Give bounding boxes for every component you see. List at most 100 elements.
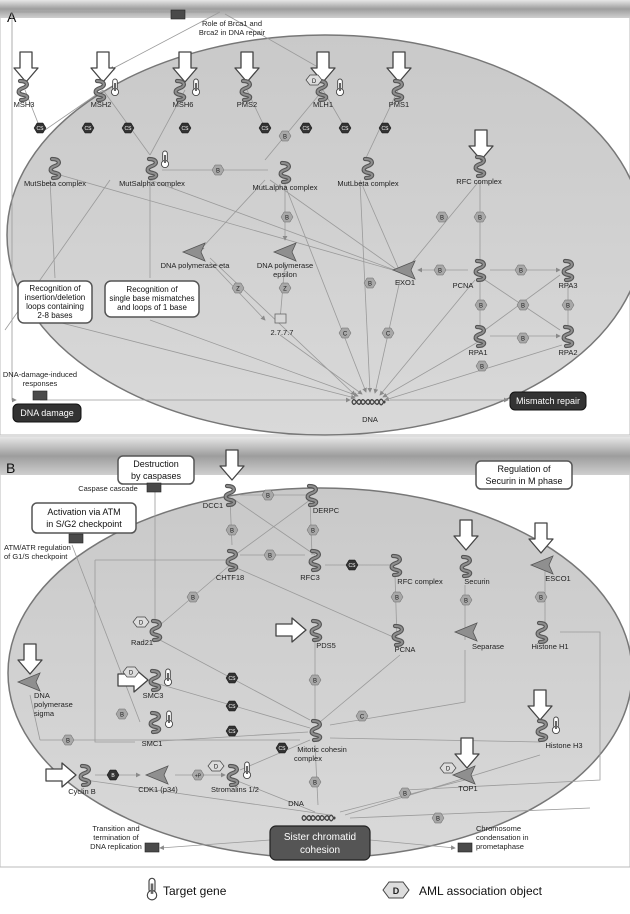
svg-text:D: D — [312, 79, 317, 85]
svg-text:2-8 bases: 2-8 bases — [37, 311, 72, 320]
svg-text:CS: CS — [342, 126, 350, 132]
caspase-process-icon — [146, 482, 162, 493]
svg-text:B: B — [111, 773, 115, 779]
svg-text:and loops of 1 base: and loops of 1 base — [117, 303, 187, 312]
damage-process-icon — [32, 390, 48, 401]
gene-mitotic-1: Mitotic cohesin — [297, 745, 347, 754]
svg-text:B: B — [268, 554, 272, 560]
gene-pds5: PDS5 — [316, 641, 336, 650]
brca-process-icon — [170, 9, 186, 20]
legend-target-gene: Target gene — [163, 884, 227, 898]
gene-rfc-a: RFC complex — [456, 177, 502, 186]
svg-text:C: C — [386, 332, 391, 338]
gene-esco1: ESCO1 — [545, 574, 570, 583]
gene-poleps-1: DNA polymerase — [257, 261, 313, 270]
svg-text:B: B — [464, 599, 468, 605]
svg-text:B: B — [368, 282, 372, 288]
sister-chromatid-line2: cohesion — [300, 845, 340, 856]
gene-polsigma-1: DNA — [34, 691, 50, 700]
transition-process-icon — [144, 842, 160, 853]
destruction-box: Destruction by caspases — [117, 455, 195, 485]
svg-text:D: D — [214, 765, 219, 771]
target-gene-legend-icon — [146, 877, 158, 901]
svg-text:Recognition of: Recognition of — [29, 284, 81, 293]
gene-rpa1: RPA1 — [468, 348, 487, 357]
gene-poleta: DNA polymerase eta — [161, 261, 231, 270]
gene-polsigma-2: polymerase — [34, 700, 73, 709]
gene-mitotic-2: complex — [294, 754, 322, 763]
target-gene-marker-icon — [164, 710, 174, 729]
gene-dna-b: DNA — [288, 799, 304, 808]
gene-mutlalpha: MutLalpha complex — [252, 183, 317, 192]
aml-object-icon: D — [207, 760, 225, 772]
chromosome-line1: Chromosome — [476, 824, 521, 833]
target-gene-marker-icon — [335, 78, 345, 97]
svg-text:B: B — [521, 337, 525, 343]
target-gene-marker-icon — [110, 78, 120, 97]
gene-msh2: MSH2 — [91, 100, 112, 109]
cs-badges-a: CS CS CS CS CS CS CS CS B — [33, 122, 392, 142]
gene-dcc1: DCC1 — [203, 501, 223, 510]
target-gene-marker-icon — [160, 150, 170, 169]
sister-chromatid-button[interactable]: Sister chromatid cohesion — [269, 825, 371, 861]
svg-text:Recognition of: Recognition of — [126, 285, 178, 294]
svg-text:B: B — [440, 216, 444, 222]
svg-text:B: B — [66, 739, 70, 745]
target-gene-marker-icon — [551, 716, 561, 735]
gene-stromalins: Stromalins 1/2 — [211, 785, 259, 794]
gene-chtf18: CHTF18 — [216, 573, 244, 582]
atm-box: Activation via ATM in S/G2 checkpoint — [31, 502, 137, 534]
atr-label-line1: ATM/ATR regulation — [4, 543, 71, 552]
panel-a: A — [0, 0, 630, 436]
gene-rfc-b: RFC complex — [397, 577, 443, 586]
svg-text:B: B — [436, 817, 440, 823]
gene-securin: Securin — [464, 577, 489, 586]
dna-damage-button-label: DNA damage — [20, 408, 74, 418]
svg-text:CS: CS — [279, 746, 287, 752]
svg-text:in S/G2 checkpoint: in S/G2 checkpoint — [46, 519, 122, 529]
svg-text:C: C — [360, 715, 365, 721]
svg-text:D: D — [129, 671, 134, 677]
gene-dna-a: DNA — [362, 415, 378, 424]
svg-text:B: B — [566, 304, 570, 310]
chromosome-process-icon — [457, 842, 473, 853]
svg-text:loops containing: loops containing — [26, 302, 84, 311]
svg-text:B: B — [191, 596, 195, 602]
regulation-box: Regulation of Securin in M phase — [475, 460, 573, 490]
binding-badges-a: B B B B B B B B B B B Z Z C C — [231, 211, 575, 372]
dna-damage-button[interactable]: DNA damage — [12, 403, 82, 423]
gene-rpa3: RPA3 — [558, 281, 577, 290]
svg-text:B: B — [395, 596, 399, 602]
svg-text:B: B — [438, 269, 442, 275]
gene-histoneh3: Histone H3 — [545, 741, 582, 750]
svg-text:B: B — [230, 529, 234, 535]
gene-mutsalpha: MutSalpha complex — [119, 179, 185, 188]
badges-b: B B B B CS B B B B CS CS CS CS B B C B B… — [61, 489, 548, 824]
gene-pcna-a: PCNA — [453, 281, 474, 290]
atr-label-line2: of G1/S checkpoint — [4, 552, 68, 561]
gene-rad21: Rad21 — [131, 638, 153, 647]
svg-text:CS: CS — [125, 126, 133, 132]
gene-histoneh1: Histone H1 — [531, 642, 568, 651]
svg-text:CS: CS — [303, 126, 311, 132]
mismatch-repair-button[interactable]: Mismatch repair — [509, 391, 587, 411]
gene-msh6: MSH6 — [173, 100, 194, 109]
gene-mlh1: MLH1 — [313, 100, 333, 109]
chromosome-line3: prometaphase — [476, 842, 524, 851]
svg-text:B: B — [539, 596, 543, 602]
svg-text:B: B — [266, 494, 270, 500]
svg-text:B: B — [479, 304, 483, 310]
enzyme-2777-icon — [274, 313, 287, 324]
gene-derpc: DERPC — [313, 506, 340, 515]
svg-text:CS: CS — [262, 126, 270, 132]
cell-membrane-a — [6, 34, 630, 436]
svg-text:Regulation of: Regulation of — [497, 464, 551, 474]
gene-rfc3: RFC3 — [300, 573, 320, 582]
gene-pms1: PMS1 — [389, 100, 409, 109]
gene-smc1: SMC1 — [142, 739, 163, 748]
gene-exo1: EXO1 — [395, 278, 415, 287]
sister-chromatid-line1: Sister chromatid — [284, 832, 356, 843]
svg-text:insertion/deletion: insertion/deletion — [25, 293, 85, 302]
aml-object-icon: D — [132, 616, 150, 628]
gene-poleps-2: epsilon — [273, 270, 297, 279]
